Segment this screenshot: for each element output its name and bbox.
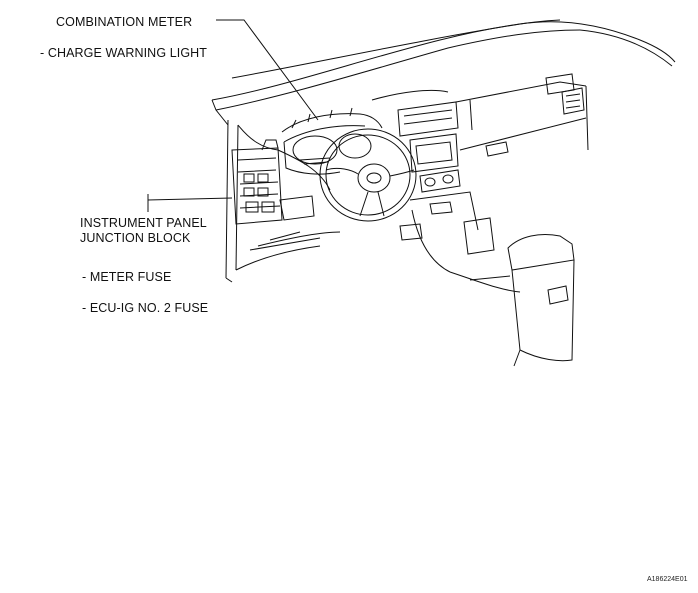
ecu-ig-fuse-label: - ECU-IG NO. 2 FUSE — [82, 301, 209, 315]
left-side-panel — [226, 120, 320, 282]
leader-lines — [148, 20, 318, 212]
junction-block-label-line1: INSTRUMENT PANEL — [80, 216, 207, 230]
meter-fuse-label: - METER FUSE — [82, 270, 172, 284]
figure-code: A186224E01 — [647, 576, 688, 583]
passenger-dash — [456, 74, 588, 156]
combination-meter-label: COMBINATION METER — [56, 15, 193, 29]
console-armrest — [470, 235, 574, 367]
steering-wheel — [320, 129, 416, 221]
junction-block-shape — [232, 140, 282, 224]
combination-meter-shape — [282, 108, 382, 174]
charge-warning-light-label: - CHARGE WARNING LIGHT — [40, 46, 208, 60]
dashboard-top — [212, 20, 675, 125]
center-console — [372, 90, 520, 292]
junction-block-label-line2: JUNCTION BLOCK — [80, 231, 191, 245]
